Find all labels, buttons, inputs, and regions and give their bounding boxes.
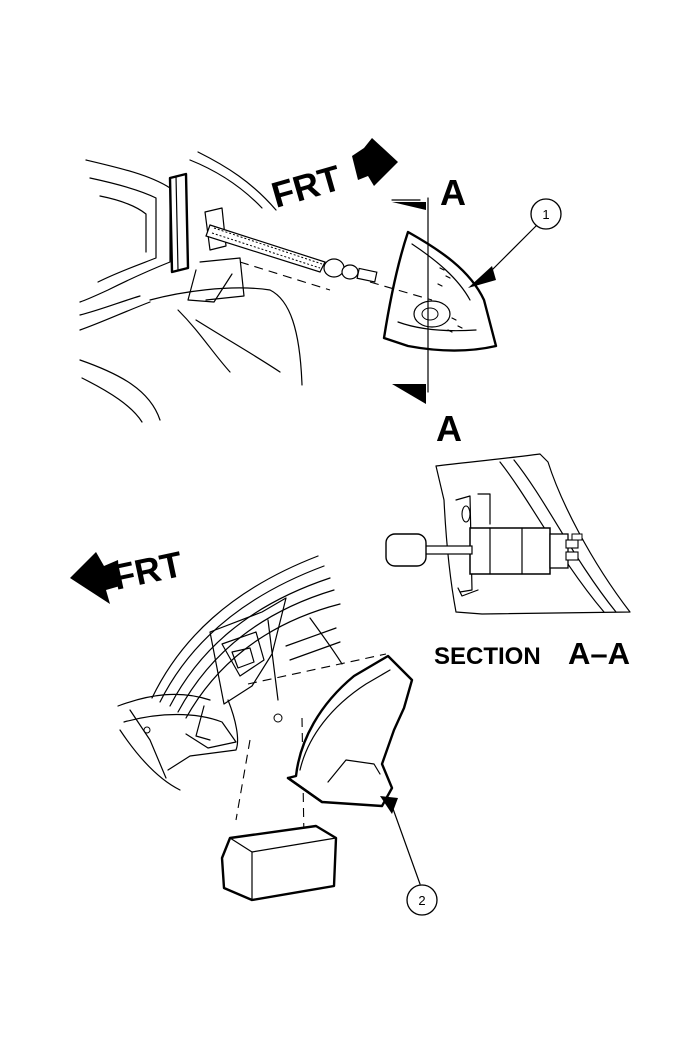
callout-1: 1 bbox=[468, 198, 562, 288]
frt-label-bottom: FRT bbox=[109, 543, 186, 598]
trim-cover-item-2 bbox=[286, 654, 414, 808]
section-a-a-title: SECTION A–A bbox=[434, 636, 630, 671]
cable-assembly bbox=[205, 224, 433, 301]
frt-arrow-bottom: FRT bbox=[70, 543, 186, 604]
front-direction-arrow-icon bbox=[70, 552, 120, 604]
frt-arrow-top: FRT bbox=[267, 138, 398, 216]
callout-number-1: 1 bbox=[542, 207, 549, 222]
view-a-label-top: A bbox=[440, 172, 466, 213]
front-direction-arrow-icon bbox=[352, 138, 398, 186]
section-cut-line bbox=[391, 197, 429, 404]
callout-arrowhead-icon bbox=[468, 266, 496, 288]
foam-block bbox=[220, 824, 338, 902]
section-word: SECTION bbox=[434, 643, 541, 670]
section-a-a-detail bbox=[385, 453, 631, 615]
bottom-view-vehicle-body bbox=[117, 555, 387, 841]
frt-label-top: FRT bbox=[267, 157, 346, 216]
top-view-vehicle-body bbox=[79, 151, 303, 423]
view-a-label-bottom: A bbox=[436, 408, 462, 449]
callout-2: 2 bbox=[380, 796, 438, 916]
callout-number-2: 2 bbox=[418, 893, 425, 908]
mirror-cover-item-1 bbox=[382, 230, 498, 352]
section-id: A–A bbox=[568, 636, 630, 671]
